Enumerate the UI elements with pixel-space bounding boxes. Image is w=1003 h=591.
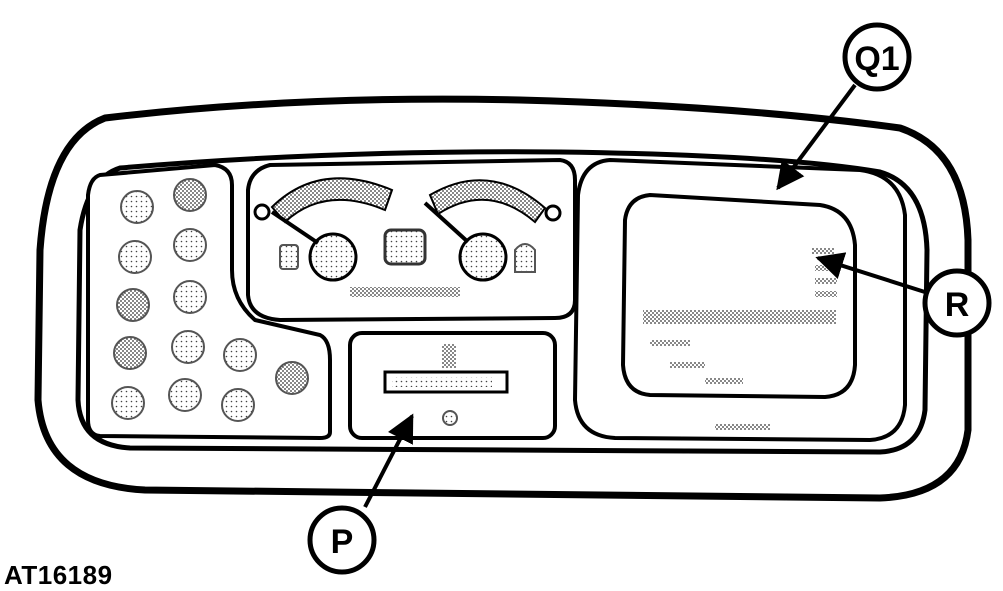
right-gauge-scale [428,179,547,224]
indicator-light-icon [171,330,205,364]
indicator-light-panel [86,162,332,441]
lcd-segment [815,265,837,271]
coolant-temperature-icon [514,243,536,273]
callout-r-label: R [945,286,970,324]
callout-r-leader [815,252,929,295]
indicator-light-icon [118,240,152,274]
right-gauge-needle [423,201,470,244]
callout-q1-label: Q1 [854,40,899,78]
figure-id-label: AT16189 [4,560,113,590]
lcd-segment [650,340,690,346]
callout-q1-leader [776,83,857,191]
lcd-main-bar [643,310,836,324]
lcd-segment [670,362,705,368]
lcd-screen [620,192,857,400]
lcd-segment [815,278,837,284]
callout-p-leader [363,413,414,508]
indicator-light-icon [120,190,154,224]
indicator-light-icon [275,361,309,395]
callout-r: R [922,268,992,338]
indicator-light-icon [173,178,207,212]
callout-p: P [307,505,377,575]
lcd-segment [705,378,743,384]
indicator-light-icon [223,338,257,372]
hour-meter-digits [392,377,492,387]
indicator-light-icon [173,280,207,314]
indicator-light-icon [173,228,207,262]
left-gauge-scale [270,177,394,224]
hour-meter-indicator-icon [442,344,456,368]
brand-lettering-strip [350,287,460,297]
indicator-lights [111,178,309,422]
indicator-light-icon [221,388,255,422]
indicator-light-icon [113,336,147,370]
left-gauge-dial [308,232,358,282]
right-gauge-pivot-icon [544,204,562,222]
indicator-light-icon [116,288,150,322]
callout-q1: Q1 [842,22,912,92]
left-gauge-pivot-icon [253,203,271,221]
lcd-segment [812,248,834,254]
lcd-segments [643,248,837,430]
right-gauge-dial [458,232,508,282]
lcd-segment [815,291,837,297]
indicator-light-icon [168,378,202,412]
fuel-icon [279,244,299,270]
left-gauge-needle [270,210,320,245]
lcd-segment [715,424,770,430]
hour-meter-lamp-icon [442,410,458,426]
indicator-light-icon [111,386,145,420]
callout-p-label: P [331,523,354,561]
brand-logo-icon [383,228,427,266]
